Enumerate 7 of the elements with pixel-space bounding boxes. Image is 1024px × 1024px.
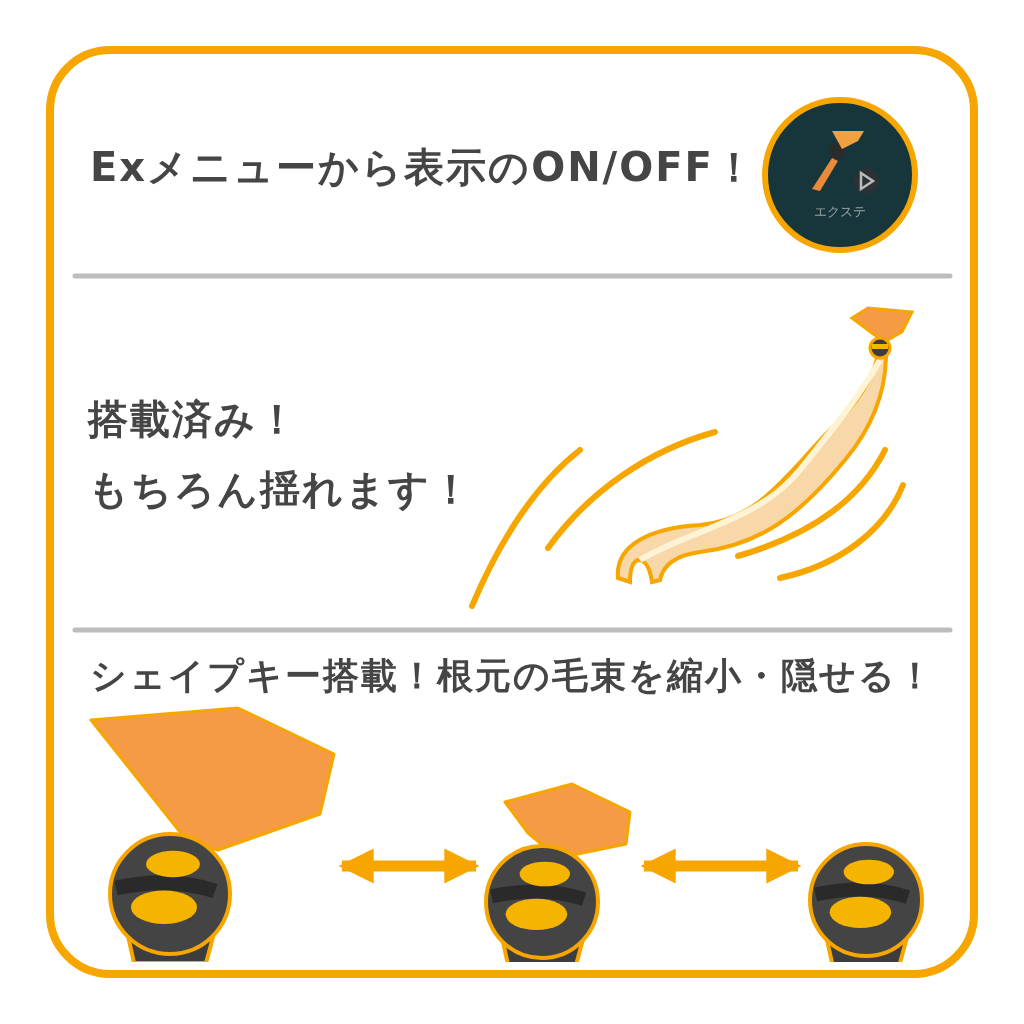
icon-caption: エクステ bbox=[813, 203, 867, 221]
double-arrow bbox=[640, 848, 802, 884]
heading: Exメニューから表示のON/OFF！ bbox=[90, 143, 756, 192]
double-arrow bbox=[338, 848, 480, 884]
caption-text: 搭載済み！ bbox=[88, 395, 299, 444]
caption-text: もちろん揺れます！ bbox=[88, 465, 473, 514]
heading: シェイプキー搭載！根元の毛束を縮小・隠せる！ bbox=[90, 654, 935, 698]
